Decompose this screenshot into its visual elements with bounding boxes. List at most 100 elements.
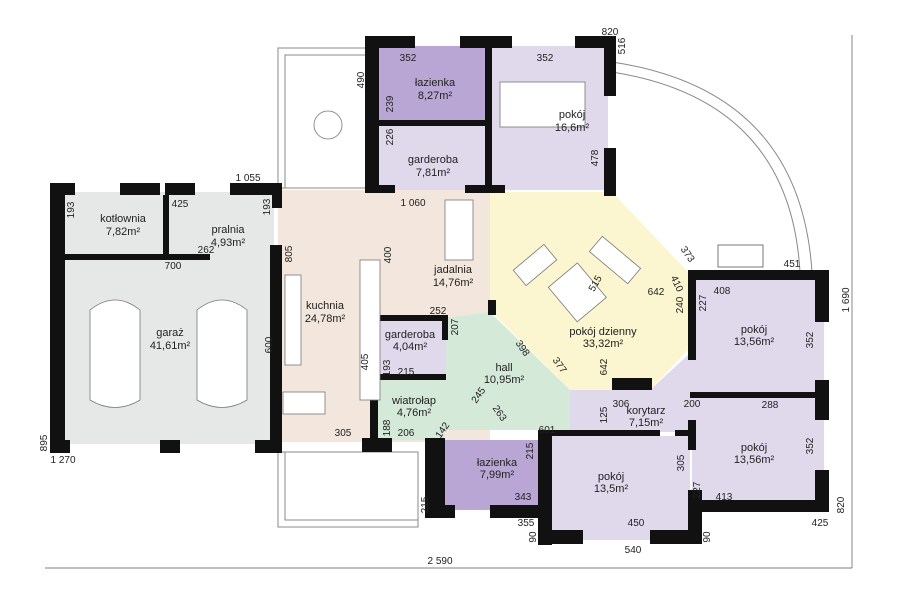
dimension-label: 200 bbox=[684, 399, 701, 410]
room-area: 7,99m² bbox=[480, 469, 515, 481]
room-area: 7,15m² bbox=[629, 417, 664, 429]
room-name: pralnia bbox=[211, 224, 245, 236]
dimension-label: 820 bbox=[602, 27, 619, 38]
dimension-label: 700 bbox=[165, 261, 182, 272]
dimension-label: 352 bbox=[805, 331, 816, 348]
room-area: 10,95m² bbox=[484, 374, 525, 386]
dimension-label: 805 bbox=[284, 245, 295, 262]
dimension-label: 352 bbox=[400, 53, 417, 64]
room-area: 13,5m² bbox=[594, 483, 629, 495]
room-area: 16,6m² bbox=[555, 122, 590, 134]
dimension-label: 820 bbox=[836, 496, 847, 513]
room-name: hall bbox=[495, 362, 512, 374]
dimension-label: 425 bbox=[812, 518, 829, 529]
dimension-lines bbox=[45, 35, 853, 569]
room-area: 8,27m² bbox=[418, 90, 453, 102]
room-area: 13,56m² bbox=[734, 336, 775, 348]
dimension-label: 207 bbox=[450, 318, 461, 335]
room-labels: łazienka 8,27m² pokój 16,6m² garderoba 7… bbox=[100, 77, 774, 495]
walls bbox=[50, 36, 829, 545]
dimension-label: 262 bbox=[198, 245, 215, 256]
dimension-label: 1 690 bbox=[841, 287, 852, 312]
dimension-label: 355 bbox=[518, 518, 535, 529]
dimension-label: 343 bbox=[515, 492, 532, 503]
dimension-label: 215 bbox=[420, 496, 431, 513]
room-name: kuchnia bbox=[306, 300, 345, 312]
dimension-label: 188 bbox=[382, 419, 393, 436]
dimension-label: 305 bbox=[335, 428, 352, 439]
dimension-label: 642 bbox=[599, 358, 610, 375]
dimension-label: 400 bbox=[383, 246, 394, 263]
dimension-label: 215 bbox=[398, 367, 415, 378]
dimension-label: 206 bbox=[398, 428, 415, 439]
room-area: 7,81m² bbox=[416, 167, 451, 179]
room-hall bbox=[440, 312, 570, 430]
room-bedroom-bottom bbox=[548, 436, 690, 540]
dimension-label: 1 060 bbox=[400, 198, 425, 209]
room-name: pokój bbox=[598, 471, 624, 483]
dimension-label: 451 bbox=[784, 259, 801, 270]
dimension-label: 450 bbox=[628, 518, 645, 529]
terrace-arc bbox=[611, 61, 813, 273]
dimension-label: 193 bbox=[262, 198, 273, 215]
room-bedroom-right-bottom bbox=[692, 398, 824, 500]
room-corridor bbox=[570, 355, 725, 432]
dimension-label: 288 bbox=[762, 400, 779, 411]
room-area: 4,04m² bbox=[393, 341, 428, 353]
dimension-label: 227 bbox=[692, 481, 703, 498]
dimension-label: 540 bbox=[625, 545, 642, 556]
room-area: 14,76m² bbox=[433, 277, 474, 289]
room-name: pokój dzienny bbox=[569, 326, 637, 338]
room-name: garderoba bbox=[408, 154, 459, 166]
dimension-label: 352 bbox=[805, 437, 816, 454]
room-name: łazienka bbox=[415, 77, 456, 89]
terrace-bottom bbox=[277, 451, 419, 528]
dimension-label: 413 bbox=[716, 492, 733, 503]
dimension-label: 352 bbox=[537, 53, 554, 64]
dimension-label: 895 bbox=[39, 434, 50, 451]
dimension-label: 239 bbox=[385, 95, 396, 112]
dimension-label: 240 bbox=[675, 296, 686, 313]
room-name: korytarz bbox=[626, 405, 665, 417]
room-wardrobe-small bbox=[378, 318, 446, 376]
room-name: jadalnia bbox=[433, 264, 473, 276]
dimension-label: 405 bbox=[360, 353, 371, 370]
dimension-label: 1 055 bbox=[235, 173, 260, 184]
dimension-label: 516 bbox=[617, 37, 628, 54]
room-area: 33,32m² bbox=[583, 338, 624, 350]
dimension-label: 193 bbox=[382, 359, 393, 376]
dimension-label: 490 bbox=[356, 71, 367, 88]
room-area: 24,78m² bbox=[305, 313, 346, 325]
room-name: pokój bbox=[741, 442, 767, 454]
dimension-label: 90 bbox=[702, 531, 713, 543]
room-name: pokój bbox=[741, 324, 767, 336]
room-name: pokój bbox=[559, 109, 585, 121]
dimension-label: 215 bbox=[525, 442, 536, 459]
room-area: 13,56m² bbox=[734, 454, 775, 466]
room-vestibule bbox=[378, 380, 444, 440]
room-bathroom-bottom bbox=[440, 440, 545, 510]
dimension-label: 642 bbox=[648, 287, 665, 298]
dimension-label: 227 bbox=[698, 294, 709, 311]
room-name: łazienka bbox=[477, 457, 518, 469]
dimension-label: 600 bbox=[264, 336, 275, 353]
room-name: kotłownia bbox=[100, 213, 147, 225]
room-name: wiatrołap bbox=[391, 395, 436, 407]
dimension-label: 2 590 bbox=[427, 556, 452, 567]
dimension-label: 1 270 bbox=[50, 455, 75, 466]
room-bedroom-right-top bbox=[692, 278, 824, 392]
dimension-label: 193 bbox=[66, 201, 77, 218]
room-bathroom-top bbox=[378, 46, 488, 122]
dimension-label: 408 bbox=[714, 286, 731, 297]
dimension-label: 226 bbox=[385, 128, 396, 145]
dimension-label: 306 bbox=[613, 399, 630, 410]
dimension-label: 125 bbox=[599, 406, 610, 423]
dimension-label: 425 bbox=[172, 199, 189, 210]
furniture bbox=[89, 81, 642, 415]
room-area: 4,76m² bbox=[397, 407, 432, 419]
room-area: 7,82m² bbox=[106, 226, 141, 238]
dimension-label: 90 bbox=[528, 531, 539, 543]
room-area: 4,93m² bbox=[211, 237, 246, 249]
room-area: 41,61m² bbox=[150, 340, 191, 352]
